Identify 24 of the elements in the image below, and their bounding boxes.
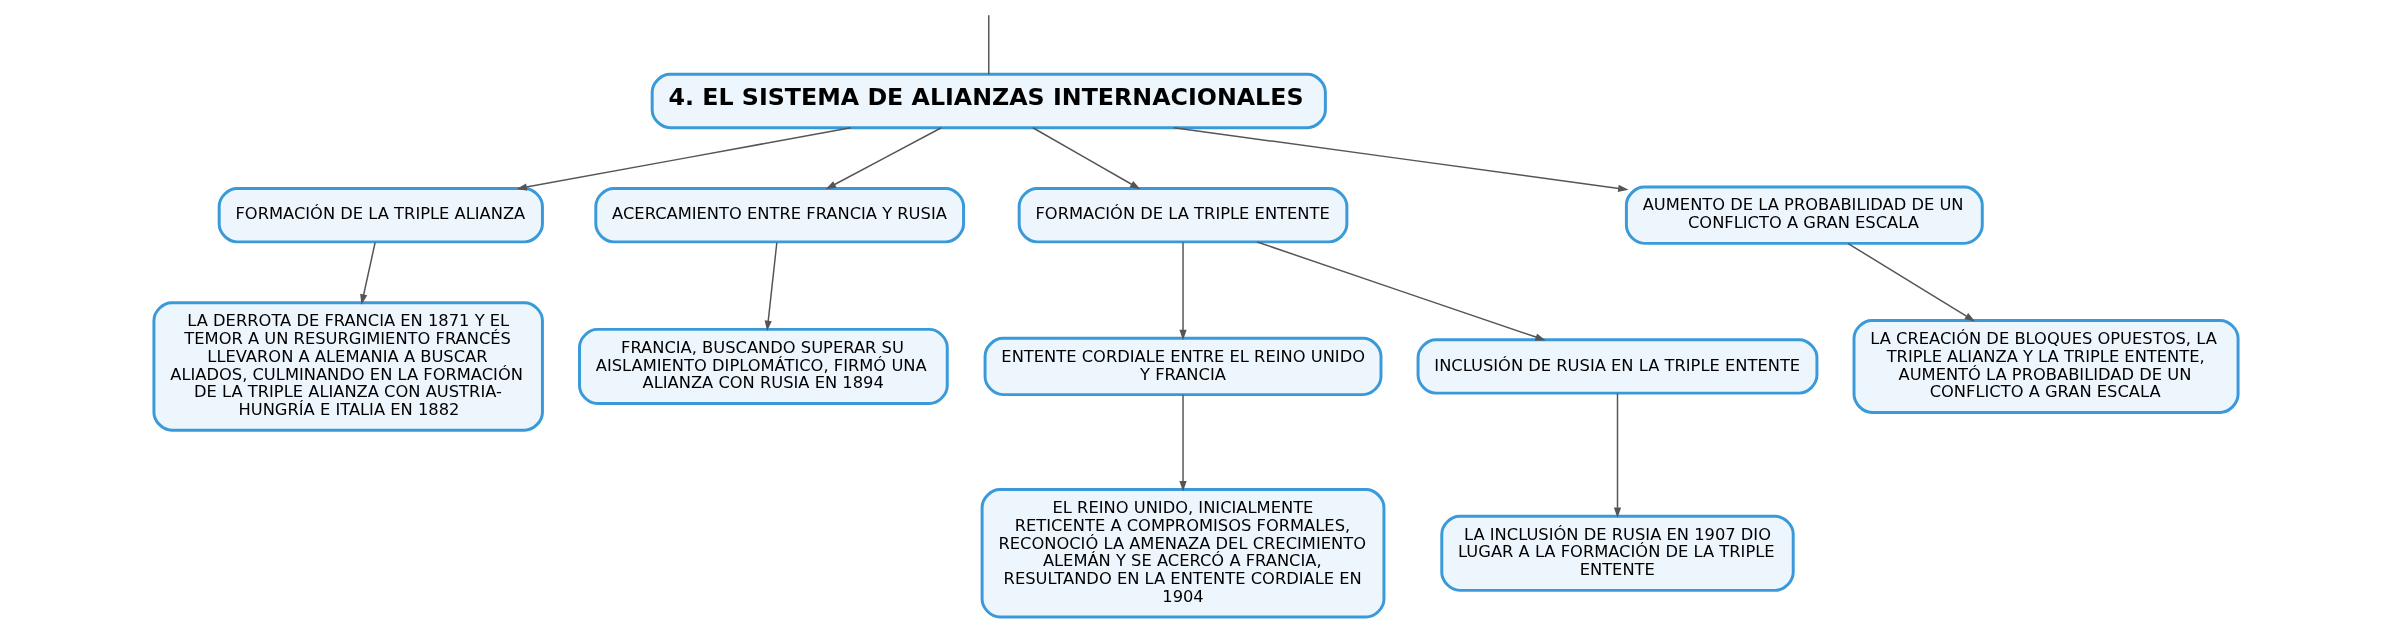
connector xyxy=(987,14,989,75)
node-box: FORMACIÓN DE LA TRIPLE ALIANZA xyxy=(217,187,544,244)
node-box: 4. EL SISTEMA DE ALIANZAS INTERNACIONALES xyxy=(650,72,1327,130)
arrow xyxy=(1846,242,1975,322)
node-box: FRANCIA, BUSCANDO SUPERAR SU AISLAMIENTO DIPLOMÁTICO, FIRMÓ UNA ALIANZA CON RUSIA EN 1894 xyxy=(577,327,949,405)
arrow xyxy=(1178,241,1187,341)
arrow xyxy=(516,127,852,191)
arrow xyxy=(825,127,942,190)
arrow xyxy=(1256,241,1546,341)
node-box: ACERCAMIENTO ENTRE FRANCIA Y RUSIA xyxy=(593,187,965,244)
arrow xyxy=(359,241,376,305)
node-box: FORMACIÓN DE LA TRIPLE ENTENTE xyxy=(1017,187,1348,244)
node-box: LA DERROTA DE FRANCIA EN 1871 Y EL TEMOR A UN RESURGIMIENTO FRANCÉS LLEVARON A ALEMANIA A BUSCAR ALIADOS, CULMINANDO EN LA FORMACIÓN DE LA TRIPLE ALIANZA CON AUSTRIA-HUNGRÍA E ITALIA EN 1882 xyxy=(151,301,544,432)
node-box: AUMENTO DE LA PROBABILIDAD DE UN CONFLICTO A GRAN ESCALA xyxy=(1624,185,1984,245)
node-box: LA INCLUSIÓN DE RUSIA EN 1907 DIO LUGAR A LA FORMACIÓN DE LA TRIPLE ENTENTE xyxy=(1439,514,1795,592)
arrow xyxy=(1178,393,1187,492)
arrow xyxy=(1031,127,1140,190)
arrow xyxy=(1172,127,1629,192)
node-box: ENTENTE CORDIALE ENTRE EL REINO UNIDO Y FRANCIA xyxy=(983,336,1382,397)
arrow xyxy=(764,241,778,332)
arrow xyxy=(1613,392,1621,518)
node-box: INCLUSIÓN DE RUSIA EN LA TRIPLE ENTENTE xyxy=(1416,338,1818,395)
node-box: EL REINO UNIDO, INICIALMENTE RETICENTE A COMPROMISOS FORMALES, RECONOCIÓ LA AMENAZA DEL CRECIMIENTO ALEMÁN Y SE ACERCÓ A FRANCIA, RESULTANDO EN LA ENTENTE CORDIALE EN 1904 xyxy=(980,488,1385,619)
node-box: LA CREACIÓN DE BLOQUES OPUESTOS, LA TRIPLE ALIANZA Y LA TRIPLE ENTENTE, AUMENTÓ LA PROBABILIDAD DE UN CONFLICTO A GRAN ESCALA xyxy=(1852,319,2240,414)
